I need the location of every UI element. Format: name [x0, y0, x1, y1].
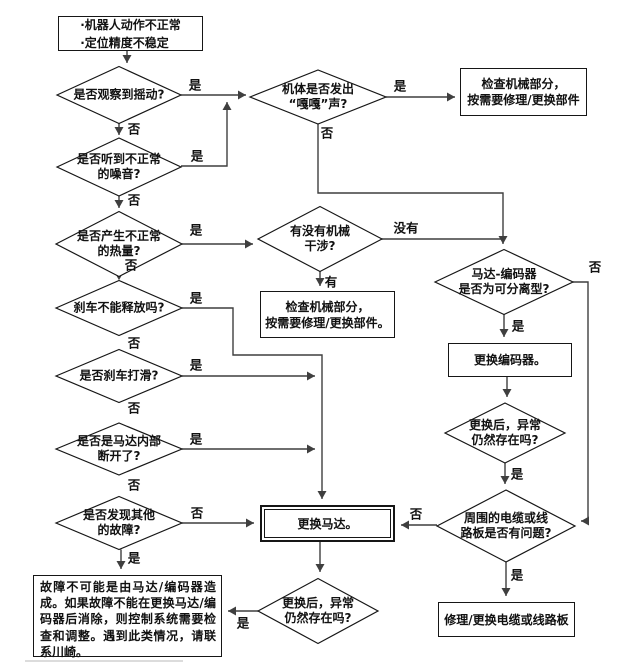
label-other-fault-yes: 是: [127, 550, 141, 566]
label-motor-open-yes: 是: [189, 431, 203, 447]
label-brake-release-yes: 是: [189, 290, 203, 306]
box-contact-note-text: 故障不可能是由马达/编码器造成。如果故障不能在更换马达/编码器后消除，则控制系统…: [40, 580, 216, 659]
diamond-q-brake-release: [54, 279, 184, 337]
diamond-q-encoder-detachable: [433, 248, 575, 316]
label-shake-no: 否: [127, 121, 141, 137]
box-check-mech-mid-text: 检查机械部分， 按需要修理/更换部件。: [265, 299, 390, 330]
label-motor-open-no: 否: [127, 477, 141, 493]
label-noise-yes: 是: [190, 148, 204, 164]
box-check-mech-top: 检查机械部分， 按需要修理/更换部件: [460, 68, 587, 116]
label-brake-slip-yes: 是: [189, 357, 203, 373]
diamond-q-persist-right: [443, 402, 567, 464]
box-check-mech-mid: 检查机械部分， 按需要修理/更换部件。: [260, 291, 395, 338]
box-repair-cable: 修理/更换电缆或线路板: [438, 602, 575, 637]
label-brake-release-no: 否: [127, 335, 141, 351]
label-brake-slip-no: 否: [127, 400, 141, 416]
box-replace-encoder-text: 更换编码器。: [473, 353, 546, 367]
diamond-q-cable-board: [435, 489, 577, 563]
diamond-q-other-fault: [54, 495, 184, 551]
edge-encoder-no: [573, 281, 589, 526]
edge-brake-release-yes-trunk: [182, 307, 327, 499]
edge-rattle-no: [317, 124, 508, 244]
decision-diamonds: [54, 65, 577, 645]
label-encoder-yes: 是: [511, 318, 525, 334]
diamond-q-rattle: [248, 69, 388, 125]
label-interference-have: 有: [324, 274, 338, 290]
diamond-q-brake-slip: [54, 348, 184, 404]
label-heat-no: 否: [124, 257, 138, 273]
edge-noise-yes-merge: [181, 102, 232, 167]
box-replace-motor-text: 更换马达。: [297, 516, 358, 531]
label-other-fault-no: 否: [190, 505, 204, 521]
label-noise-no: 否: [127, 192, 141, 208]
label-persist-bottom-yes: 是: [236, 615, 250, 631]
box-replace-motor: 更换马达。: [260, 505, 395, 542]
flow-edges: [25, 51, 589, 662]
label-rattle-no: 否: [320, 125, 334, 141]
label-persist-right-yes: 是: [510, 466, 524, 482]
box-repair-cable-text: 修理/更换电缆或线路板: [444, 612, 569, 627]
label-cable-board-no: 否: [409, 506, 423, 522]
start-box: ·机器人动作不正常 ·定位精度不稳定: [58, 16, 203, 51]
box-check-mech-top-text: 检查机械部分， 按需要修理/更换部件: [467, 77, 580, 107]
start-box-text: ·机器人动作不正常 ·定位精度不稳定: [80, 17, 181, 50]
label-rattle-yes: 是: [393, 78, 407, 94]
label-shake-yes: 是: [188, 77, 202, 93]
diamond-q-heat: [54, 210, 184, 278]
box-replace-encoder: 更换编码器。: [448, 343, 572, 377]
label-encoder-no: 否: [588, 259, 602, 275]
diamond-q-persist-bottom: [256, 577, 380, 645]
diamond-q-interference: [256, 205, 384, 273]
box-contact-note: 故障不可能是由马达/编码器造成。如果故障不能在更换马达/编码器后消除，则控制系统…: [33, 575, 222, 659]
label-interference-none: 没有: [393, 220, 419, 236]
label-cable-board-yes: 是: [510, 567, 524, 583]
diamond-q-shake: [55, 65, 183, 125]
label-heat-yes: 是: [189, 222, 203, 238]
diamond-q-noise: [55, 137, 183, 197]
diamond-q-motor-open: [54, 422, 184, 476]
